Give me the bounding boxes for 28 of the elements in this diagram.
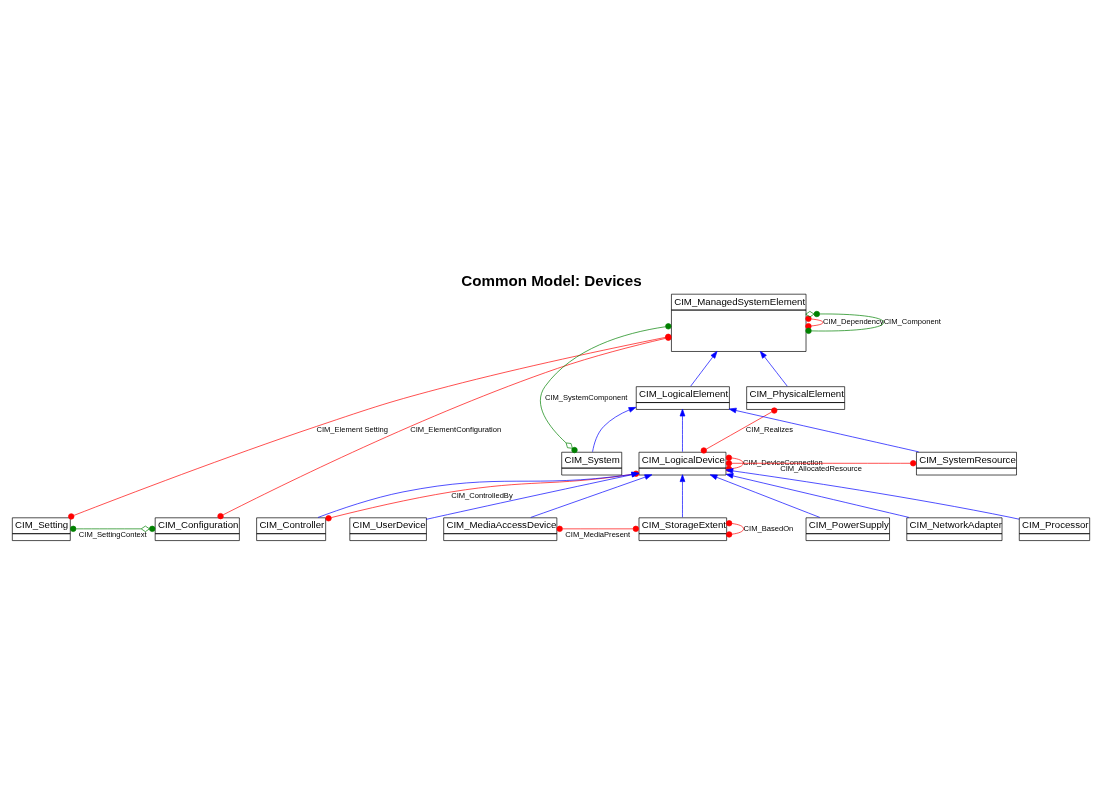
edge-label: CIM_SystemComponent bbox=[544, 392, 628, 402]
edge-label: CIM_SettingContext bbox=[78, 530, 147, 539]
connector bbox=[805, 310, 884, 334]
edge-label: CIM_BasedOn bbox=[743, 523, 794, 533]
edge-label: CIM_Component bbox=[883, 317, 941, 327]
arrow bbox=[728, 407, 919, 453]
connector bbox=[725, 460, 917, 467]
diagram-title: Common Model: Devices bbox=[461, 271, 642, 289]
connector bbox=[700, 407, 778, 454]
connector bbox=[556, 525, 639, 532]
arrow bbox=[759, 351, 788, 387]
edge-label: CIM_MediaPresent bbox=[565, 530, 631, 539]
arrow bbox=[725, 468, 1020, 520]
edge-label: CIM_Realizes bbox=[745, 425, 794, 435]
arrow bbox=[592, 407, 637, 453]
edge-label: CIM_ElementConfiguration bbox=[410, 425, 502, 435]
arrow bbox=[690, 351, 718, 387]
arrow bbox=[725, 473, 910, 518]
edge-label: CIM_Dependency bbox=[822, 317, 884, 327]
edge-label: CIM_Element Setting bbox=[316, 425, 389, 435]
arrow bbox=[709, 474, 821, 518]
connector bbox=[726, 520, 744, 538]
connector bbox=[70, 525, 156, 532]
arrow bbox=[679, 474, 686, 518]
arrow bbox=[530, 474, 653, 518]
edge-label: CIM_ControlledBy bbox=[451, 491, 513, 500]
connector bbox=[805, 315, 824, 330]
arrow bbox=[679, 408, 686, 453]
